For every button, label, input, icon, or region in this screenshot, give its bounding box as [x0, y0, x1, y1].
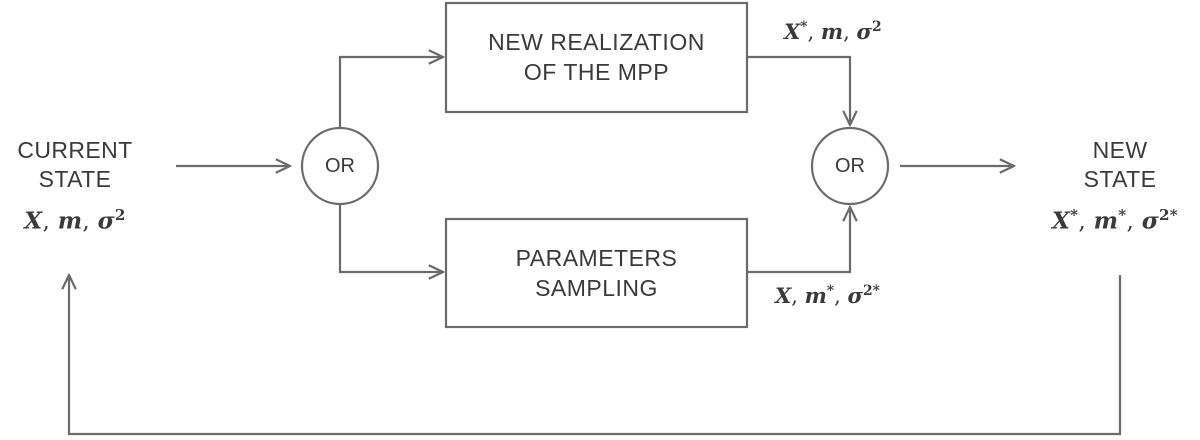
or-gate-right [810, 126, 890, 206]
or-gate-left-label: OR [325, 155, 355, 177]
process-box-sampling-line1: PARAMETERS [515, 245, 678, 271]
process-box-mpp-line2: OF THE MPP [523, 59, 670, 86]
edge-mpp-to-or-right [747, 55, 850, 125]
process-box-mpp [444, 1, 749, 114]
current-state-variables: X, m, σ2 [24, 206, 126, 235]
process-box-mpp-line1: NEW REALIZATION [488, 29, 705, 55]
edge-feedback-loop [69, 275, 1122, 436]
new-state-title-line2: STATE [1083, 165, 1157, 192]
or-gate-right-label: OR [835, 155, 865, 177]
process-box-sampling-line2: SAMPLING [535, 275, 658, 302]
edge-or-left-to-mpp [338, 57, 443, 128]
edge-label-bottom: X, m*, σ2* [775, 283, 880, 308]
edge-sampling-to-or-right [747, 207, 850, 274]
new-state-title-line1: NEW [1092, 137, 1148, 163]
new-state-title: NEW STATE [1040, 136, 1200, 193]
or-gate-left [300, 126, 380, 206]
current-state-title-line1: CURRENT [17, 137, 133, 163]
process-box-mpp-label: NEW REALIZATION OF THE MPP [446, 27, 747, 88]
current-state-title-line2: STATE [38, 165, 112, 192]
process-box-sampling-label: PARAMETERS SAMPLING [446, 243, 747, 304]
new-state-variables: X*, m*, σ2* [1051, 206, 1179, 235]
edge-label-top: X*, m, σ2 [784, 19, 882, 44]
process-box-sampling [444, 217, 749, 329]
edge-or-left-to-sampling [338, 204, 443, 272]
current-state-title: CURRENT STATE [0, 136, 150, 193]
